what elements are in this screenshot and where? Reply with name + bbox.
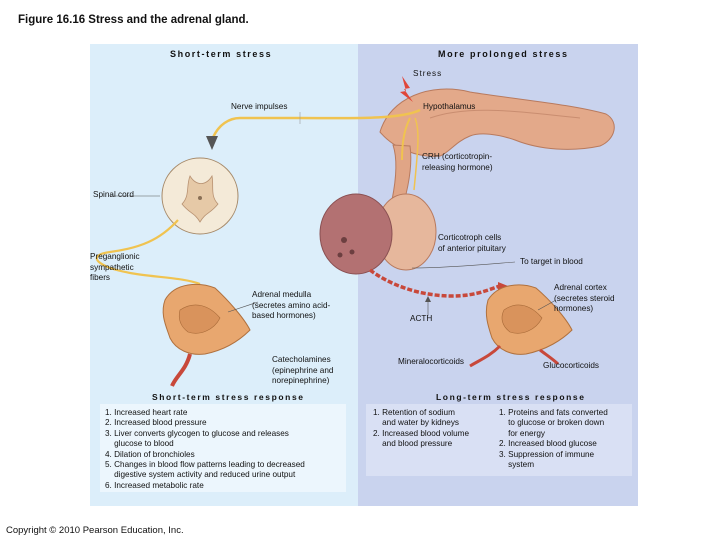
list-item: 6. Increased metabolic rate xyxy=(105,480,204,490)
list-item: 5. Changes in blood flow patterns leadin… xyxy=(105,460,305,470)
list-item: 4. Dilation of bronchioles xyxy=(105,449,195,459)
list-item: 2. Increased blood glucose xyxy=(499,439,597,449)
acth-blood-vessel xyxy=(368,268,501,298)
glucocorticoid-vessel xyxy=(539,348,560,366)
mineralocorticoid-effects-list: 1. Retention of sodium and water by kidn… xyxy=(373,408,469,450)
corticotroph-label: Corticotroph cells of anterior pituitary xyxy=(438,233,506,253)
to-target-label: To target in blood xyxy=(520,257,583,266)
list-item: 2. Increased blood pressure xyxy=(105,418,207,428)
list-item: glucose to blood xyxy=(105,439,174,449)
list-item: 1. Retention of sodium xyxy=(373,408,455,417)
list-item: to glucose or broken down xyxy=(499,418,605,428)
list-item: 3. Suppression of immune xyxy=(499,449,595,459)
list-item: 1. Increased heart rate xyxy=(105,408,188,417)
list-item: for energy xyxy=(499,428,545,438)
adrenal-medulla-label: Adrenal medulla (secretes amino acid- ba… xyxy=(252,290,331,320)
spinal-cord-label: Spinal cord xyxy=(93,190,134,199)
list-item: and water by kidneys xyxy=(373,418,460,428)
long-term-response-box xyxy=(366,404,632,476)
acth-label: ACTH xyxy=(410,314,433,323)
figure-title: Figure 16.16 Stress and the adrenal glan… xyxy=(18,14,249,26)
anterior-pituitary xyxy=(319,193,393,275)
stress-lightning-icon xyxy=(400,76,413,102)
preganglionic-fiber xyxy=(95,219,201,286)
list-item: and blood pressure xyxy=(373,439,453,449)
catecholamines-label: Catecholamines (epinephrine and norepine… xyxy=(272,355,334,385)
catecholamine-vessel xyxy=(170,353,192,387)
glucocorticoids-label: Glucocorticoids xyxy=(543,361,599,370)
short-term-stress-header: Short-term stress xyxy=(170,49,273,59)
right-adrenal-gland xyxy=(485,284,573,355)
short-term-response-list: 1. Increased heart rate 2. Increased blo… xyxy=(105,408,305,491)
short-term-response-title: Short-term stress response xyxy=(152,392,305,402)
hypothalamus-shape xyxy=(379,88,615,157)
list-item: system xyxy=(499,460,535,470)
hypothalamus-label: Hypothalamus xyxy=(423,102,476,111)
left-adrenal-gland xyxy=(162,283,251,355)
crh-label: CRH (corticotropin- releasing hormone) xyxy=(422,152,493,172)
long-term-response-title: Long-term stress response xyxy=(436,392,586,402)
list-item: digestive system activity and reduced ur… xyxy=(105,470,296,480)
list-item: 2. Increased blood volume xyxy=(373,428,470,438)
nerve-impulse-pathway xyxy=(210,108,421,141)
preganglionic-label: Preganglionic sympathetic fibers xyxy=(90,252,140,282)
spinal-cord-shape xyxy=(161,157,239,235)
adrenal-cortex-label: Adrenal cortex (secretes steroid hormone… xyxy=(554,283,615,313)
stress-label: Stress xyxy=(413,69,443,78)
mineralocorticoid-vessel xyxy=(469,344,502,368)
short-term-response-box xyxy=(100,404,346,492)
mineralocorticoids-label: Mineralocorticoids xyxy=(398,357,464,366)
nerve-impulses-label: Nerve impulses xyxy=(231,102,288,111)
copyright-text: Copyright © 2010 Pearson Education, Inc. xyxy=(6,525,184,536)
prolonged-stress-header: More prolonged stress xyxy=(438,49,569,59)
list-item: 1. Proteins and fats converted xyxy=(499,408,608,417)
list-item: 3. Liver converts glycogen to glucose an… xyxy=(105,428,289,438)
glucocorticoid-effects-list: 1. Proteins and fats converted to glucos… xyxy=(499,408,608,470)
